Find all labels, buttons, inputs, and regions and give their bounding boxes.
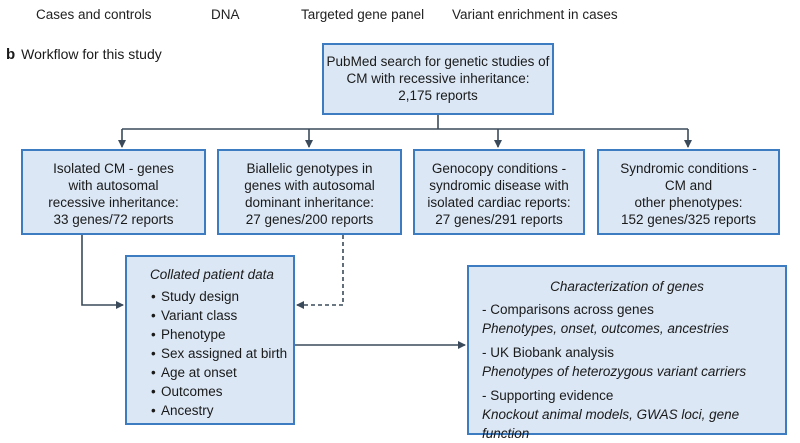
category-box-biallelic: Biallelic genotypes in genes with autoso… [217, 149, 402, 235]
characterization-group: - Supporting evidence Knockout animal mo… [482, 386, 785, 443]
category-line: recessive inheritance: [48, 195, 179, 210]
list-item: Outcomes [151, 382, 293, 401]
label-cases-and-controls: Cases and controls [36, 7, 152, 22]
collated-patient-data-box: Collated patient data Study design Varia… [125, 255, 295, 425]
category-line: 27 genes/200 reports [245, 212, 374, 227]
collated-title: Collated patient data [150, 267, 274, 282]
search-box-line: PubMed search for genetic studies of [326, 54, 550, 69]
group-detail: Phenotypes of heterozygous variant carri… [482, 364, 747, 379]
list-item: Age at onset [151, 363, 293, 382]
characterization-group: - UK Biobank analysis Phenotypes of hete… [482, 343, 785, 381]
group-heading: - Supporting evidence [482, 388, 614, 403]
label-variant-enrichment: Variant enrichment in cases [452, 7, 618, 22]
group-heading: - Comparisons across genes [482, 302, 654, 317]
category-line: CM and [664, 178, 713, 193]
group-heading: - UK Biobank analysis [482, 345, 615, 360]
category-box-syndromic: Syndromic conditions - CM and other phen… [597, 149, 780, 235]
list-item: Variant class [151, 306, 293, 325]
category-line: Isolated CM - genes [53, 161, 174, 176]
list-item: Ancestry [151, 401, 293, 420]
category-box-isolated-cm: Isolated CM - genes with autosomal reces… [21, 149, 206, 235]
panel-b-heading: b Workflow for this study [6, 46, 162, 63]
collated-list: Study design Variant class Phenotype Sex… [151, 287, 293, 420]
characterization-box: Characterization of genes - Comparisons … [467, 265, 787, 441]
group-detail: Phenotypes, onset, outcomes, ancestries [482, 321, 729, 336]
category-line: dominant inheritance: [244, 195, 375, 210]
category-line: Genocopy conditions - [431, 161, 567, 176]
category-box-genocopy: Genocopy conditions - syndromic disease … [413, 149, 585, 235]
panel-letter: b [6, 46, 16, 63]
panel-title: Workflow for this study [21, 46, 162, 62]
characterization-title: Characterization of genes [550, 279, 704, 294]
search-box-line: CM with recessive inheritance: [346, 71, 530, 86]
list-item: Phenotype [151, 325, 293, 344]
category-line: syndromic disease with [429, 178, 569, 193]
connector-cat2-to-collated [296, 235, 344, 309]
pubmed-search-box: PubMed search for genetic studies of CM … [322, 43, 554, 115]
label-dna: DNA [211, 7, 240, 22]
category-line: 152 genes/325 reports [620, 212, 757, 227]
characterization-group: - Comparisons across genes Phenotypes, o… [482, 300, 785, 338]
list-item: Study design [151, 287, 293, 306]
flow-connectors [81, 115, 692, 349]
category-line: 27 genes/291 reports [435, 212, 563, 227]
category-line: other phenotypes: [634, 195, 743, 210]
category-line: Syndromic conditions - [620, 161, 757, 176]
category-line: with autosomal [68, 178, 159, 193]
group-detail: Knockout animal models, GWAS loci, gene … [482, 407, 740, 441]
category-line: isolated cardiac reports: [427, 195, 571, 210]
search-box-line: 2,175 reports [398, 88, 478, 103]
connector-cat1-to-collated [81, 235, 124, 309]
category-line: Biallelic genotypes in [246, 161, 373, 176]
category-line: 33 genes/72 reports [53, 212, 174, 227]
list-item: Sex assigned at birth [151, 344, 293, 363]
label-targeted-gene-panel: Targeted gene panel [301, 7, 425, 22]
category-line: genes with autosomal [244, 178, 375, 193]
